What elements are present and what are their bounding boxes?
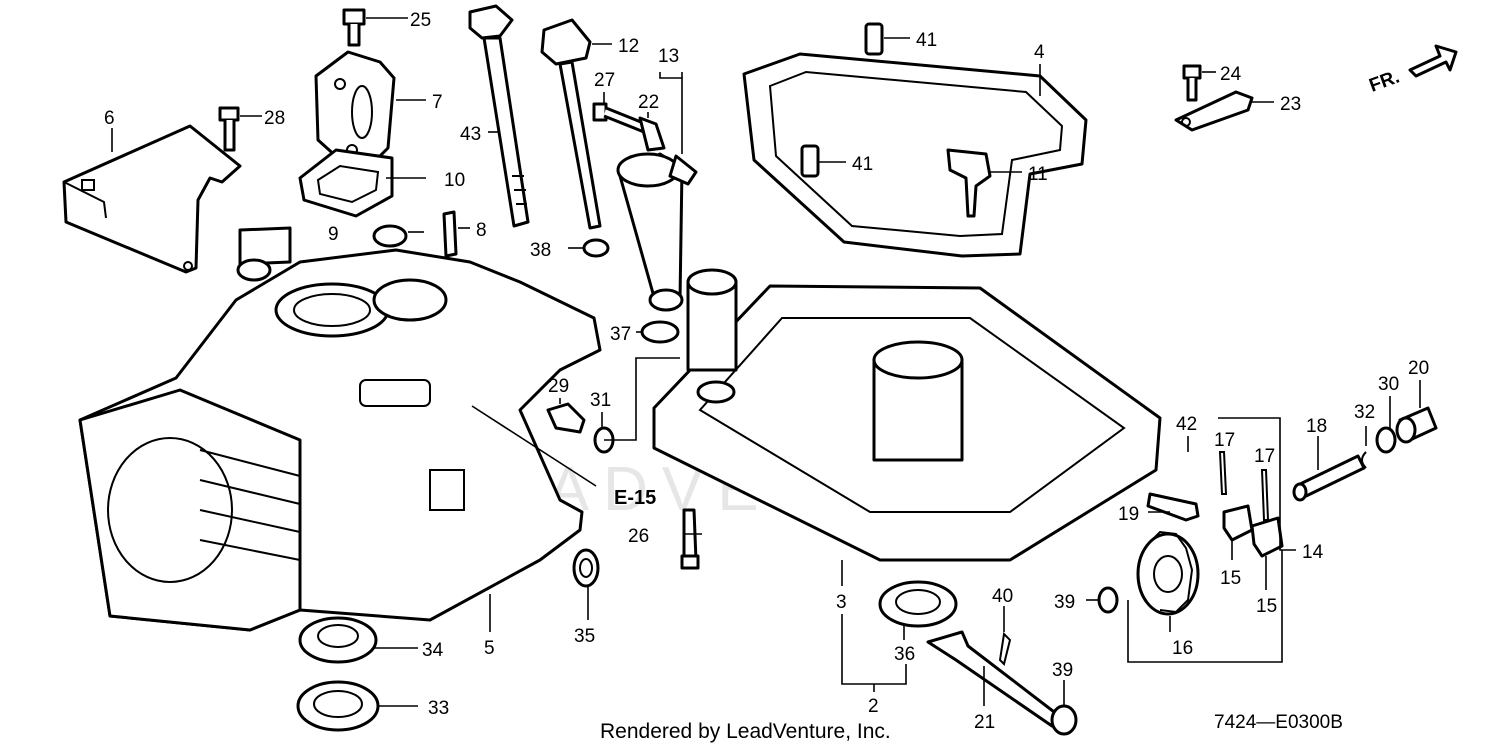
reference-e15: E-15: [614, 487, 656, 509]
direction-label: FR.: [1367, 66, 1403, 96]
governor-weight-15-left: [1222, 504, 1254, 542]
callout-10: 10: [444, 170, 465, 191]
dowel-41-lower: [800, 144, 820, 178]
credit-line: Rendered by LeadVenture, Inc.: [600, 720, 891, 743]
callout-34: 34: [422, 640, 444, 661]
dowel-41-upper: [864, 22, 884, 56]
bolt-28: [218, 106, 240, 152]
callout-19: 19: [1118, 504, 1139, 525]
oil-seal-34: [298, 616, 378, 664]
pan-gasket-4: [742, 52, 1088, 258]
callout-29: 29: [548, 376, 569, 397]
callout-13: 13: [658, 46, 679, 67]
plate-23: [1174, 90, 1254, 132]
crankcase-5: [78, 226, 602, 632]
bolt-27: [592, 102, 648, 134]
bolt-26: [680, 508, 700, 570]
callout-30: 30: [1378, 374, 1399, 395]
plug-9: [372, 224, 408, 248]
callout-3: 3: [836, 592, 847, 613]
callout-23: 23: [1280, 94, 1301, 115]
front-direction-arrow: FR.: [1367, 44, 1458, 97]
bracket-6: [62, 124, 242, 274]
callout-25: 25: [410, 10, 431, 31]
washer-39-lower: [1050, 704, 1078, 736]
callout-4: 4: [1034, 42, 1045, 63]
callout-40: 40: [992, 586, 1013, 607]
callout-16: 16: [1172, 638, 1193, 659]
clip-11: [946, 148, 992, 218]
callout-35: 35: [574, 626, 595, 647]
callout-31: 31: [590, 390, 611, 411]
filler-tube-13: [616, 152, 698, 312]
callout-39-lower: 39: [1052, 660, 1073, 681]
dipstick-cap-12: [540, 18, 602, 230]
callout-7: 7: [432, 92, 443, 113]
callout-36: 36: [894, 644, 915, 665]
governor-shaft-18: [1292, 454, 1366, 502]
callout-15-left: 15: [1220, 568, 1241, 589]
leader-lines: [111, 17, 1421, 707]
callout-28: 28: [264, 108, 285, 129]
governor-weight-15-right: [1250, 516, 1284, 558]
callout-38: 38: [530, 240, 551, 261]
callout-43: 43: [460, 124, 481, 145]
callout-39-upper: 39: [1054, 592, 1075, 613]
callout-20: 20: [1408, 358, 1429, 379]
clip-8: [442, 210, 458, 258]
callout-42: 42: [1176, 414, 1197, 435]
oil-seal-36: [878, 580, 958, 628]
o-ring-37: [640, 320, 680, 344]
callout-26: 26: [628, 526, 649, 547]
callout-12: 12: [618, 36, 639, 57]
callout-37: 37: [610, 324, 631, 345]
callout-labels: 25 7 10 9 8 28 6 12 13 27 22 43 38 37 29…: [104, 10, 1429, 733]
callout-27: 27: [594, 70, 615, 91]
pin-40: [998, 631, 1012, 666]
dipstick-43: [468, 4, 530, 228]
bolt-25: [342, 8, 366, 47]
washer-30: [1375, 426, 1397, 454]
pin-17-right: [1260, 469, 1270, 521]
callout-17-right: 17: [1254, 446, 1275, 467]
callout-24: 24: [1220, 64, 1242, 85]
governor-weight-19: [1146, 492, 1200, 522]
dowel-22: [638, 116, 666, 152]
callout-17-left: 17: [1214, 430, 1235, 451]
bearing-33: [296, 680, 380, 732]
clip-32: [1361, 451, 1367, 469]
callout-18: 18: [1306, 416, 1327, 437]
callout-32: 32: [1354, 402, 1375, 423]
washer-39-upper: [1097, 586, 1119, 614]
callout-11: 11: [1028, 164, 1048, 185]
oil-pan-3: [652, 268, 1162, 562]
callout-21: 21: [974, 712, 995, 733]
callout-5: 5: [484, 638, 495, 659]
bushing-20: [1395, 406, 1438, 444]
callout-6: 6: [104, 108, 115, 129]
drain-bolt-29: [546, 402, 586, 434]
callout-14: 14: [1302, 542, 1324, 563]
callout-9: 9: [328, 224, 339, 245]
callout-41-lower: 41: [852, 154, 873, 175]
callout-33: 33: [428, 698, 449, 719]
diagram-code: 7424—E0300B: [1214, 712, 1343, 733]
bolt-24: [1182, 64, 1202, 102]
callout-8: 8: [476, 220, 487, 241]
breather-cover-7: [314, 50, 396, 166]
o-ring-38: [582, 238, 610, 258]
governor-gear-16: [1136, 530, 1200, 616]
callout-2: 2: [868, 696, 879, 717]
callout-15-right: 15: [1256, 596, 1277, 617]
oil-seal-35: [572, 548, 600, 588]
gasket-10: [298, 148, 394, 218]
callout-22: 22: [638, 92, 659, 113]
callout-41-upper: 41: [916, 30, 937, 51]
pin-17-left: [1218, 451, 1228, 495]
